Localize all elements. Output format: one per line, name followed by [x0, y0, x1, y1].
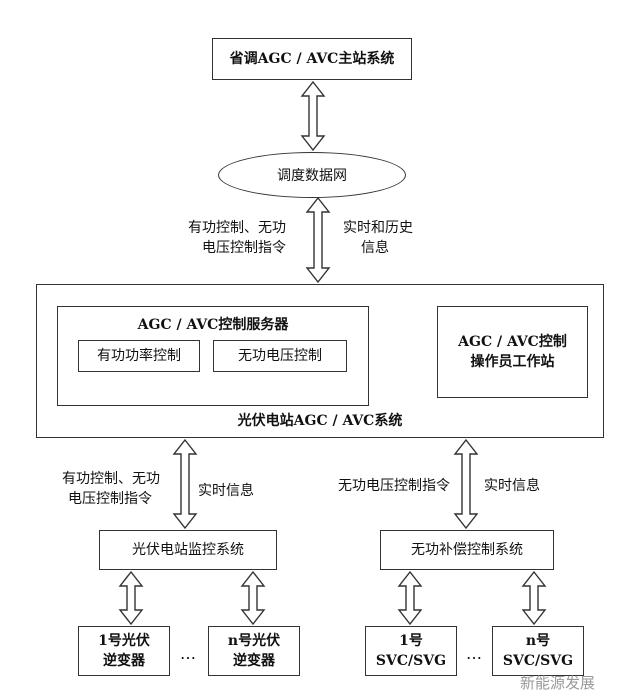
upper-info-label: 实时和历史 信息 [343, 218, 413, 258]
svc-1-line1: 1号 [399, 633, 423, 649]
arrow-master-to-network [300, 80, 326, 152]
reactive-compensation-system-label: 无功补偿控制系统 [411, 542, 523, 558]
provincial-master-station-box: 省调AGC / AVC主站系统 [212, 38, 412, 80]
dispatch-network-ellipse: 调度数据网 [218, 152, 406, 198]
upper-info-line2: 信息 [361, 240, 389, 256]
reactive-voltage-control-label: 无功电压控制 [238, 348, 322, 364]
watermark-text: 新能源发展 [520, 674, 596, 692]
left-branch-command-label: 有功控制、无功 电压控制指令 [62, 469, 160, 509]
reactive-compensation-system-box: 无功补偿控制系统 [380, 530, 554, 570]
dispatch-network-label: 调度数据网 [277, 168, 347, 184]
upper-command-label: 有功控制、无功 电压控制指令 [188, 218, 286, 258]
left-branch-command-line1: 有功控制、无功 [62, 471, 160, 487]
inverter-ellipsis: … [180, 644, 198, 663]
pv-monitoring-system-label: 光伏电站监控系统 [132, 542, 244, 558]
inverter-1-box: 1号光伏 逆变器 [78, 626, 170, 676]
right-branch-command-label: 无功电压控制指令 [338, 478, 450, 494]
inverter-n-box: n号光伏 逆变器 [208, 626, 300, 676]
arrow-monitor-to-inverter1 [118, 570, 144, 626]
svc-1-box: 1号 SVC/SVG [365, 626, 457, 676]
system-title: 光伏电站AGC / AVC系统 [237, 413, 403, 429]
svc-n-line2: SVC/SVG [502, 653, 574, 669]
arrow-system-to-monitor [172, 438, 198, 530]
arrow-network-to-system [305, 196, 331, 284]
server-title: AGC / AVC控制服务器 [137, 317, 289, 333]
pv-monitoring-system-box: 光伏电站监控系统 [99, 530, 277, 570]
inverter-1-line1: 1号光伏 [98, 633, 150, 649]
svc-n-box: n号 SVC/SVG [492, 626, 584, 676]
left-branch-info-label: 实时信息 [198, 483, 254, 499]
svc-1-line2: SVC/SVG [375, 653, 447, 669]
reactive-voltage-control-box: 无功电压控制 [213, 340, 347, 372]
upper-command-line1: 有功控制、无功 [188, 220, 286, 236]
arrow-system-to-compensation [453, 438, 479, 530]
operator-line1: AGC / AVC控制 [458, 334, 567, 350]
active-power-control-box: 有功功率控制 [78, 340, 200, 372]
provincial-master-station-label: 省调AGC / AVC主站系统 [229, 51, 395, 67]
operator-workstation-box: AGC / AVC控制 操作员工作站 [437, 306, 588, 398]
arrow-monitor-to-invertern [240, 570, 266, 626]
inverter-n-line1: n号光伏 [227, 633, 281, 649]
arrow-compensation-to-svc1 [397, 570, 423, 626]
inverter-1-line2: 逆变器 [103, 653, 145, 669]
right-branch-info-label: 实时信息 [484, 478, 540, 494]
arrow-compensation-to-svcn [521, 570, 547, 626]
left-branch-command-line2: 电压控制指令 [68, 491, 152, 507]
svc-ellipsis: … [466, 644, 484, 663]
svc-n-line1: n号 [525, 633, 551, 649]
operator-line2: 操作员工作站 [470, 354, 555, 370]
active-power-control-label: 有功功率控制 [97, 348, 181, 364]
upper-info-line1: 实时和历史 [343, 220, 413, 236]
upper-command-line2: 电压控制指令 [202, 240, 286, 256]
inverter-n-line2: 逆变器 [233, 653, 275, 669]
